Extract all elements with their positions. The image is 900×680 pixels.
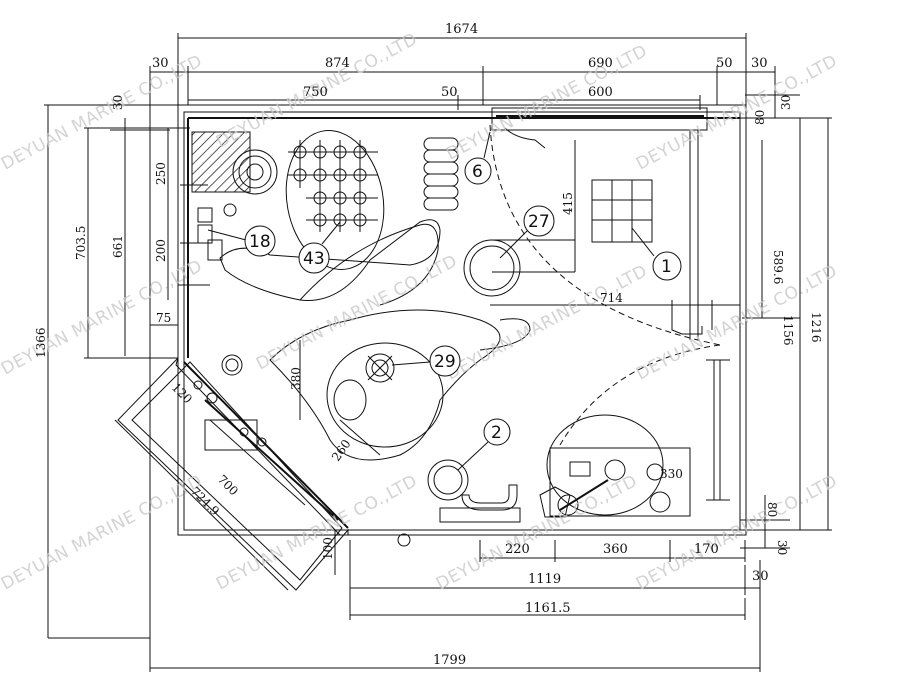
dim-714: 714 xyxy=(600,291,623,305)
dim-1156: 1156 xyxy=(781,315,795,346)
person-figure-outline xyxy=(219,219,531,461)
dim-250: 250 xyxy=(154,162,168,185)
dim-80-bottom: 80 xyxy=(765,502,779,517)
floor-grate-1 xyxy=(591,179,653,243)
dim-661: 661 xyxy=(111,235,125,258)
dim-80-right-top: 80 xyxy=(753,110,767,125)
grab-bar-right xyxy=(671,300,730,501)
watermarks: DEYUAN MARINE CO.,LTD DEYUAN MARINE CO.,… xyxy=(0,29,841,594)
dim-75: 75 xyxy=(156,311,171,325)
dim-170: 170 xyxy=(694,542,719,557)
watermark-text: DEYUAN MARINE CO.,LTD xyxy=(0,51,206,174)
dim-1366: 1366 xyxy=(34,327,48,358)
dim-330: 330 xyxy=(660,467,683,481)
dim-30-bottom-right: 30 xyxy=(775,540,789,555)
floor-drain-2 xyxy=(427,459,521,523)
callout-6: 6 xyxy=(464,131,492,185)
callout-27: 27 xyxy=(499,205,555,259)
watermark-text: DEYUAN MARINE CO.,LTD xyxy=(443,41,651,164)
dim-1799: 1799 xyxy=(433,653,466,668)
dim-600: 600 xyxy=(588,85,613,100)
floor-drain-top-left xyxy=(232,149,278,195)
dim-1674: 1674 xyxy=(445,22,478,37)
dim-260: 260 xyxy=(329,437,354,464)
dim-1216: 1216 xyxy=(809,312,823,343)
dim-589-6: 589.6 xyxy=(771,250,785,284)
room-walls xyxy=(117,104,747,591)
watermark-text: DEYUAN MARINE CO.,LTD xyxy=(0,471,206,594)
door-swing xyxy=(489,107,721,446)
towel-radiator xyxy=(423,137,459,211)
pipe-27 xyxy=(463,140,576,297)
watermark-text: DEYUAN MARINE CO.,LTD xyxy=(253,251,461,374)
dim-874: 874 xyxy=(325,56,350,71)
dim-30-left: 30 xyxy=(111,95,125,110)
dim-30-bottom: 30 xyxy=(752,569,769,584)
watermark-text: DEYUAN MARINE CO.,LTD xyxy=(633,471,841,594)
callout-43: 43 xyxy=(298,221,341,274)
dim-30-top-right: 30 xyxy=(751,56,768,71)
dim-100: 100 xyxy=(321,537,335,560)
callout-2: 2 xyxy=(457,418,511,471)
svg-text:6: 6 xyxy=(472,162,483,182)
callout-29: 29 xyxy=(391,345,461,377)
svg-text:2: 2 xyxy=(491,423,502,443)
watermark-text: DEYUAN MARINE CO.,LTD xyxy=(633,51,841,174)
svg-text:43: 43 xyxy=(303,249,325,269)
svg-text:29: 29 xyxy=(434,352,456,372)
dim-1161-5: 1161.5 xyxy=(525,601,571,616)
internal-dimension-lines xyxy=(114,304,740,591)
grid-pattern-43 xyxy=(285,130,385,270)
hatched-column xyxy=(191,131,251,193)
watermark-text: DEYUAN MARINE CO.,LTD xyxy=(443,261,651,384)
toilet-drain-29 xyxy=(365,353,395,383)
dim-700: 700 xyxy=(215,472,241,498)
dim-703-5: 703.5 xyxy=(74,226,88,260)
dim-750: 750 xyxy=(303,85,328,100)
callout-1: 1 xyxy=(631,227,682,281)
svg-text:1: 1 xyxy=(661,257,672,277)
watermark-text: DEYUAN MARINE CO.,LTD xyxy=(213,471,421,594)
dim-50-inner: 50 xyxy=(441,85,458,100)
callout-18: 18 xyxy=(207,225,276,257)
dim-200: 200 xyxy=(154,239,168,262)
washbasin-unit xyxy=(539,414,691,518)
dim-690: 690 xyxy=(588,56,613,71)
dim-220: 220 xyxy=(505,542,530,557)
dim-360: 360 xyxy=(603,542,628,557)
dim-380: 380 xyxy=(289,367,303,390)
dim-1119: 1119 xyxy=(528,572,561,587)
dim-120: 120 xyxy=(169,380,195,406)
dim-30-right: 30 xyxy=(779,95,793,110)
left-wall-valves xyxy=(178,184,237,286)
svg-text:18: 18 xyxy=(249,232,271,252)
dim-415: 415 xyxy=(561,192,575,215)
svg-text:27: 27 xyxy=(528,212,550,232)
dim-50-top-right: 50 xyxy=(716,56,733,71)
shower-fixtures xyxy=(193,354,411,547)
dim-30-top-left: 30 xyxy=(152,56,169,71)
dimension-frame-lines xyxy=(44,33,832,672)
